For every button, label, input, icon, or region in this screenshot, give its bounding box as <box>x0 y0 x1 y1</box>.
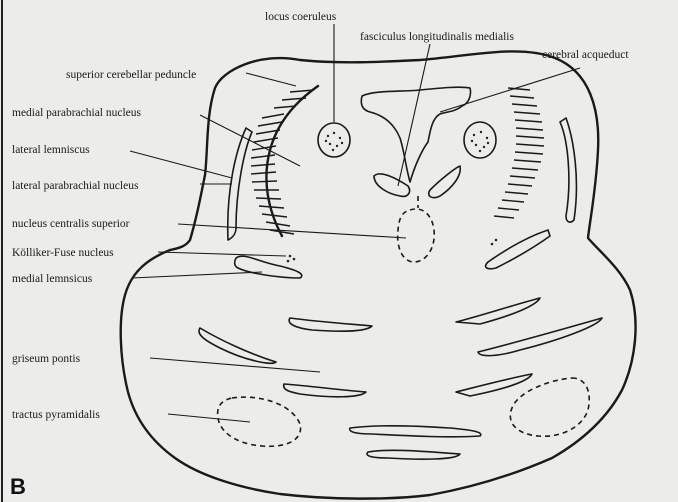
fasciculus-left <box>374 174 410 196</box>
label-lateral-lemniscus: lateral lemniscus <box>12 144 90 156</box>
pontine-band-7 <box>350 426 481 437</box>
medial-lemniscus-right <box>486 230 550 269</box>
leader-lines <box>130 24 580 422</box>
label-tractus-pyramidalis: tractus pyramidalis <box>12 409 100 421</box>
nucleus-centralis-superior-shape <box>398 209 435 262</box>
lateral-lemniscus-right <box>560 118 576 222</box>
peduncle-right-hatch <box>494 88 544 218</box>
tractus-pyramidalis-left <box>218 397 301 446</box>
label-griseum-pontis: griseum pontis <box>12 353 81 365</box>
pontine-band-2 <box>199 328 276 363</box>
label-kolliker-fuse: Kölliker-Fuse nucleus <box>12 247 114 259</box>
tractus-pyramidalis-right <box>510 378 589 436</box>
kolliker-fuse-dots <box>287 239 498 263</box>
locus-coeruleus-right <box>464 122 496 158</box>
fasciculus-right <box>429 166 461 198</box>
label-centralis-superior: nucleus centralis superior <box>12 218 130 230</box>
locus-coeruleus-right-dots <box>471 131 489 152</box>
peduncle-left-hatch <box>251 90 314 234</box>
pontine-band-6 <box>456 374 532 396</box>
cerebral-aqueduct-shape <box>361 87 470 182</box>
pontine-band-4 <box>478 318 602 356</box>
locus-coeruleus-left <box>318 123 350 157</box>
label-fasciculus: fasciculus longitudinalis medialis <box>360 31 514 43</box>
pontine-band-5 <box>284 384 366 397</box>
label-superior-cerebellar-peduncle: superior cerebellar peduncle <box>66 69 196 81</box>
medial-lemniscus-left <box>235 256 302 278</box>
pontine-band-8 <box>367 450 460 459</box>
pontine-band-3 <box>456 298 540 324</box>
label-locus-coeruleus: locus coeruleus <box>265 11 337 23</box>
locus-coeruleus-left-dots <box>325 132 343 151</box>
label-cerebral-acqueduct: cerebral acqueduct <box>542 49 629 61</box>
label-medial-lemnsicus: medial lemnsicus <box>12 273 93 285</box>
panel-letter: B <box>10 474 26 499</box>
label-medial-parabrachial: medial parabrachial nucleus <box>12 107 142 119</box>
pontine-band-1 <box>289 318 372 331</box>
label-lateral-parabrachial: lateral parabrachial nucleus <box>12 180 139 192</box>
